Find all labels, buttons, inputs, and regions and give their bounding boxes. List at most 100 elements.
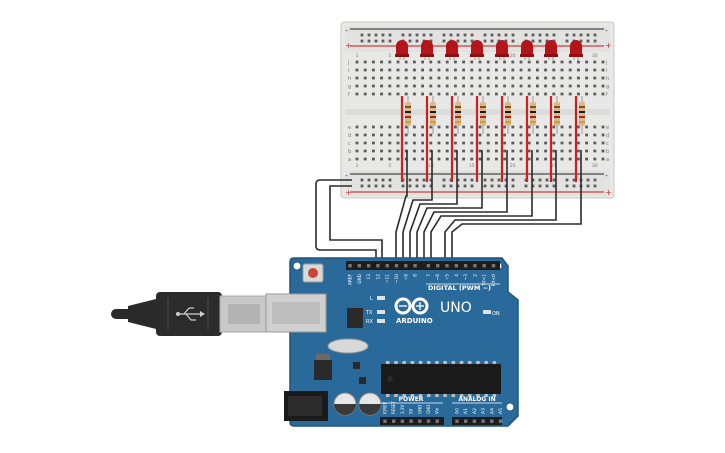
- terminal-hole: [478, 149, 482, 153]
- terminal-hole: [519, 125, 523, 129]
- terminal-hole: [536, 92, 539, 96]
- rx-led-label: RX: [366, 319, 373, 325]
- terminal-hole: [372, 60, 375, 64]
- terminal-hole: [454, 141, 457, 145]
- terminal-hole: [503, 141, 506, 145]
- row-letter: h: [606, 76, 609, 82]
- resistor-band: [505, 121, 511, 123]
- row-letter: b: [606, 149, 609, 155]
- rail-hole: [456, 184, 460, 188]
- power-pin-label: 5V: [409, 408, 414, 414]
- terminal-hole: [503, 149, 506, 153]
- chip-pin: [492, 394, 497, 397]
- rail-hole: [524, 184, 528, 188]
- row-letter: d: [606, 133, 609, 139]
- terminal-holes: [355, 60, 605, 161]
- mounting-hole: [505, 402, 515, 412]
- rx-led: [377, 319, 385, 323]
- rail-hole: [360, 39, 364, 43]
- rail-hole: [442, 39, 446, 43]
- column-number: 10: [428, 163, 434, 169]
- link-wire: [444, 150, 557, 262]
- terminal-hole: [445, 60, 449, 64]
- rail-hole: [565, 178, 569, 182]
- terminal-hole: [437, 141, 441, 145]
- resistor-band: [480, 116, 486, 118]
- rail-hole: [483, 39, 487, 43]
- terminal-hole: [429, 133, 433, 137]
- terminal-hole: [503, 92, 506, 96]
- terminal-hole: [593, 76, 597, 80]
- terminal-hole: [470, 157, 474, 161]
- header-hole: [464, 419, 468, 423]
- header-hole: [481, 419, 485, 423]
- terminal-hole: [511, 157, 515, 161]
- terminal-hole: [585, 76, 588, 80]
- column-number: 5: [388, 53, 391, 59]
- terminal-hole: [486, 60, 490, 64]
- chip-pin: [468, 361, 472, 364]
- usb-symbol-icon: [176, 307, 205, 321]
- rail-hole: [408, 33, 412, 37]
- terminal-hole: [470, 149, 474, 153]
- tx-led-label: TX: [365, 310, 373, 316]
- terminal-hole: [601, 76, 605, 80]
- row-letter: f: [348, 92, 350, 98]
- rail-holes-bottom: [360, 178, 597, 188]
- resistor-band: [480, 121, 486, 123]
- header-hole: [385, 264, 389, 268]
- terminal-hole: [560, 92, 564, 96]
- column-number: 20: [510, 53, 516, 59]
- terminal-hole: [527, 125, 531, 129]
- terminal-hole: [454, 125, 457, 129]
- header-hole: [392, 419, 396, 423]
- power-pin-label: GND: [426, 405, 431, 414]
- row-letter: a: [348, 157, 351, 163]
- terminal-hole: [495, 68, 498, 72]
- terminal-hole: [585, 84, 588, 88]
- header-hole: [482, 264, 486, 268]
- chip-pin: [427, 361, 431, 364]
- rail-hole: [545, 39, 549, 43]
- terminal-hole: [437, 84, 441, 88]
- terminal-hole: [552, 76, 556, 80]
- tx-led: [377, 310, 385, 314]
- terminal-hole: [404, 125, 408, 129]
- resistor-band: [480, 111, 486, 113]
- terminal-hole: [470, 141, 474, 145]
- terminal-hole: [445, 157, 449, 161]
- digital-pin-label: 7: [426, 274, 432, 277]
- terminal-hole: [355, 92, 359, 96]
- terminal-hole: [486, 76, 490, 80]
- terminal-hole: [503, 157, 506, 161]
- terminal-hole: [413, 157, 416, 161]
- rail-hole: [538, 39, 542, 43]
- terminal-hole: [536, 125, 539, 129]
- terminal-hole: [495, 125, 498, 129]
- rail-hole: [524, 33, 528, 37]
- terminal-hole: [601, 125, 605, 129]
- terminal-hole: [511, 125, 515, 129]
- rail-hole: [463, 184, 467, 188]
- row-letter: j: [347, 60, 349, 66]
- terminal-hole: [519, 92, 523, 96]
- rail-hole: [381, 178, 385, 182]
- terminal-hole: [437, 133, 441, 137]
- digital-pin-label: 13: [366, 274, 372, 280]
- terminal-hole: [462, 157, 465, 161]
- rail-hole: [367, 39, 371, 43]
- terminal-hole: [421, 60, 424, 64]
- rail-hole: [538, 178, 542, 182]
- rail-hole: [415, 178, 419, 182]
- rail-hole: [360, 33, 364, 37]
- resistor-band: [505, 116, 511, 118]
- usb-cable[interactable]: [111, 292, 269, 336]
- link-wire: [402, 150, 433, 262]
- terminal-hole: [568, 141, 572, 145]
- rail-plus-bottom-right: +: [605, 188, 612, 197]
- rail-hole: [470, 178, 474, 182]
- terminal-hole: [511, 133, 515, 137]
- terminal-hole: [462, 76, 465, 80]
